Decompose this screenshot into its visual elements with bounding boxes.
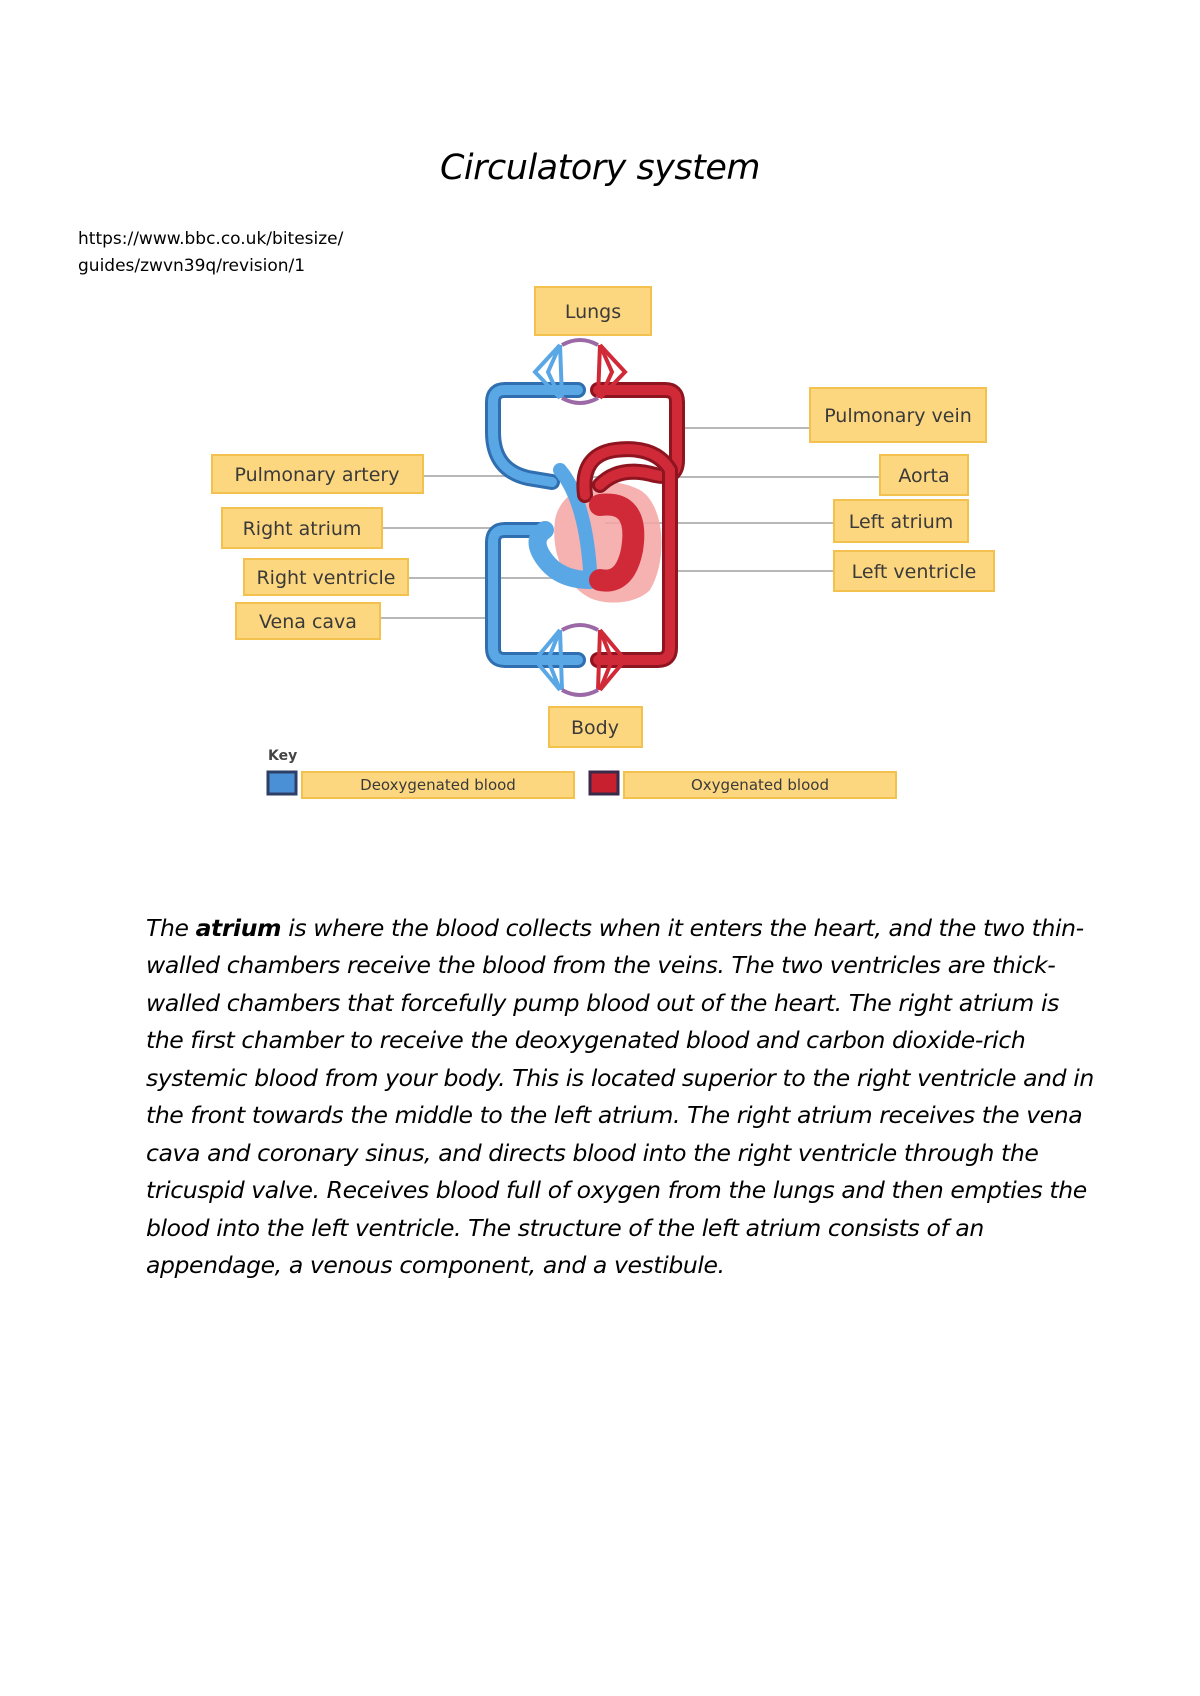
label-right-atrium-text: Right atrium xyxy=(243,518,362,540)
label-body: Body xyxy=(548,706,643,748)
label-lungs: Lungs xyxy=(534,286,652,336)
circulatory-diagram: Lungs Pulmonary vein Pulmonary artery Ao… xyxy=(211,286,995,799)
source-url-line-2[interactable]: guides/zwvn39q/revision/1 xyxy=(78,256,306,276)
body-capillaries xyxy=(532,623,628,697)
page-title: Circulatory system xyxy=(439,148,761,188)
paragraph-bold-term: atrium xyxy=(195,913,282,942)
label-left-ventricle: Left ventricle xyxy=(833,550,995,592)
deoxygenated-vessels xyxy=(485,382,599,668)
label-body-text: Body xyxy=(571,717,619,739)
key-title: Key xyxy=(268,748,297,764)
oxygenated-vessels xyxy=(576,382,685,668)
diagram-key: Key Deoxygenated blood Oxygenated blood xyxy=(266,748,897,799)
body-paragraph: The atrium is where the blood collects w… xyxy=(146,910,1096,1285)
label-left-atrium: Left atrium xyxy=(833,499,969,543)
source-url[interactable]: https://www.bbc.co.uk/bitesize/ guides/z… xyxy=(78,226,343,280)
label-aorta-text: Aorta xyxy=(898,465,949,487)
source-url-line-1[interactable]: https://www.bbc.co.uk/bitesize/ xyxy=(78,229,344,249)
label-right-ventricle: Right ventricle xyxy=(243,558,409,596)
label-left-ventricle-text: Left ventricle xyxy=(852,561,977,583)
paragraph-lead: The xyxy=(146,913,196,942)
label-aorta: Aorta xyxy=(879,454,969,496)
label-right-ventricle-text: Right ventricle xyxy=(256,567,395,589)
label-vena-cava-text: Vena cava xyxy=(259,611,357,633)
key-deoxygenated-label: Deoxygenated blood xyxy=(360,776,516,794)
label-pulmonary-vein: Pulmonary vein xyxy=(809,387,987,443)
key-oxygenated-swatch xyxy=(588,770,620,796)
label-right-atrium: Right atrium xyxy=(221,507,383,549)
label-vena-cava: Vena cava xyxy=(235,602,381,640)
label-pulmonary-artery-text: Pulmonary artery xyxy=(234,464,399,486)
label-left-atrium-text: Left atrium xyxy=(849,511,954,533)
paragraph-text: is where the blood collects when it ente… xyxy=(146,913,1094,1280)
label-lungs-text: Lungs xyxy=(565,301,621,323)
label-pulmonary-artery: Pulmonary artery xyxy=(211,454,424,494)
key-oxygenated-label: Oxygenated blood xyxy=(691,776,829,794)
lung-capillaries xyxy=(532,338,628,405)
key-deoxygenated-swatch xyxy=(266,770,298,796)
label-pulmonary-vein-text: Pulmonary vein xyxy=(824,405,972,427)
